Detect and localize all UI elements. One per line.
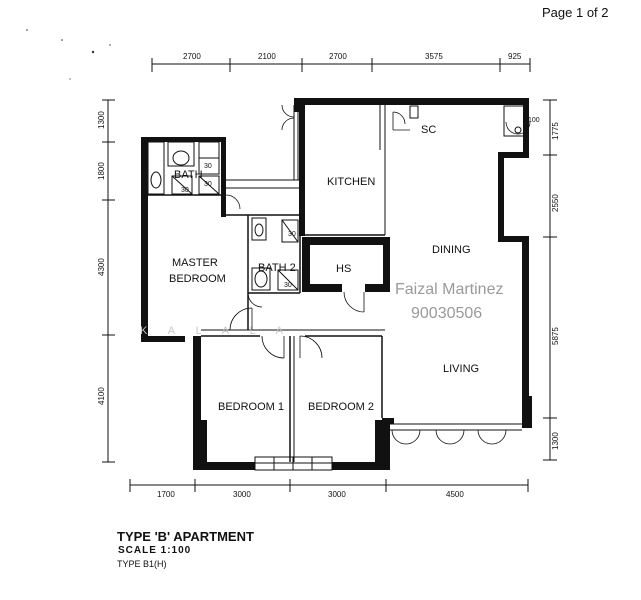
dim-bottom-4: 4500 [446, 490, 464, 499]
top-right-ac-ledge: 100 [503, 105, 540, 137]
dim-top-3: 2700 [329, 52, 347, 61]
room-label-dining: DINING [432, 244, 471, 256]
dim-top-4: 3575 [425, 52, 443, 61]
fixture-label-top-right: 100 [528, 117, 540, 124]
exterior-walls [141, 98, 532, 470]
bath2-fixtures [251, 217, 299, 291]
fixture-label-bath-b: 30 [204, 181, 212, 188]
fixture-label-bath-c: 30 [204, 163, 212, 170]
fixture-label-bath2-a: 30 [288, 231, 296, 238]
drawing-type-code: TYPE B1(H) [117, 559, 167, 569]
room-label-living: LIVING [443, 363, 479, 375]
room-label-bath2: BATH 2 [258, 262, 296, 274]
dim-bottom-3: 3000 [328, 490, 346, 499]
dim-bottom-1: 1700 [157, 490, 175, 499]
room-label-hs: HS [336, 263, 351, 275]
dim-right-3: 5875 [551, 327, 560, 345]
dim-left-3: 4300 [97, 258, 106, 276]
room-label-master-bedroom-line2: BEDROOM [169, 273, 226, 285]
living-window [390, 423, 522, 445]
page-number: Page 1 of 2 [542, 5, 609, 20]
dim-left-2: 1800 [97, 162, 106, 180]
watermark-name: Faizal Martinez [395, 281, 503, 298]
dimension-line-left: 1300 1800 4300 4100 [97, 99, 115, 463]
room-label-kitchen: KITCHEN [327, 176, 375, 188]
room-label-bedroom1: BEDROOM 1 [218, 401, 284, 413]
scan-specks [26, 29, 111, 80]
dim-top-5: 925 [508, 52, 522, 61]
drawing-title: TYPE 'B' APARTMENT [117, 529, 254, 544]
watermark-number: 90030506 [411, 305, 482, 322]
watermark-faint-text: K A L A L A [140, 325, 292, 337]
dim-left-1: 1300 [97, 111, 106, 129]
dim-right-2: 2550 [551, 194, 560, 212]
kitchen-fixtures [384, 105, 419, 261]
dim-right-1: 1775 [551, 122, 560, 140]
drawing-scale: SCALE 1:100 [118, 545, 191, 556]
dim-top-1: 2700 [183, 52, 201, 61]
room-label-bedroom2: BEDROOM 2 [308, 401, 374, 413]
bedroom-window [254, 456, 333, 471]
dim-right-4: 1300 [551, 432, 560, 450]
bath-fixtures [147, 141, 220, 195]
dimension-line-bottom: 1700 3000 3000 4500 [129, 479, 529, 499]
dim-left-4: 4100 [97, 387, 106, 405]
fixture-label-bath-a: 30 [181, 187, 189, 194]
dimension-line-top: 2700 2100 2700 3575 925 [151, 52, 531, 72]
doors [225, 111, 410, 359]
fixture-label-bath2-b: 30 [284, 282, 292, 289]
interior-walls [148, 105, 390, 462]
dimension-line-right: 1775 2550 5875 1300 [543, 99, 560, 461]
dim-bottom-2: 3000 [233, 490, 251, 499]
dim-top-2: 2100 [258, 52, 276, 61]
room-label-sc: SC [421, 124, 436, 136]
room-label-master-bedroom-line1: MASTER [172, 257, 218, 269]
kitchen-window [281, 104, 299, 180]
room-label-bath: BATH [174, 169, 203, 181]
